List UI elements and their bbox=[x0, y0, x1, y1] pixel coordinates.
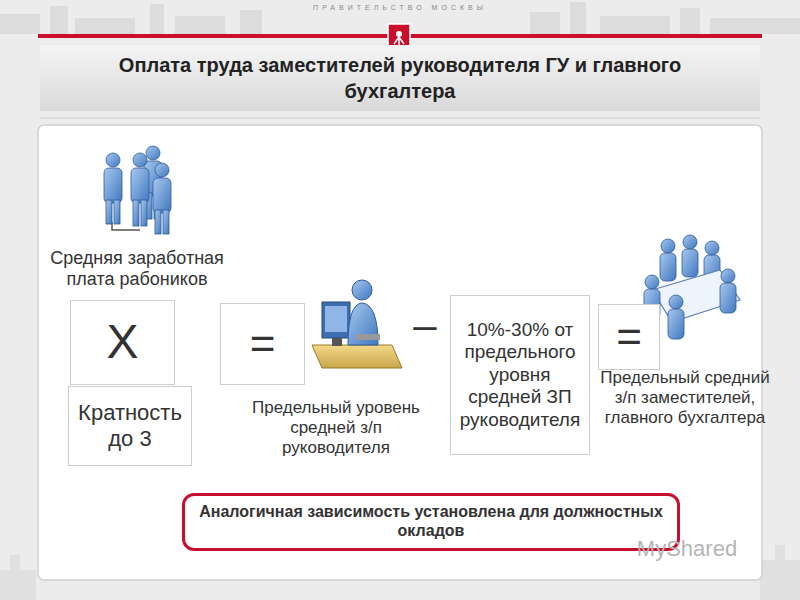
slide-title: Оплата труда заместителей руководителя Г… bbox=[40, 45, 760, 111]
minus-sign: – bbox=[405, 300, 445, 350]
divider bbox=[40, 118, 760, 119]
deputies-caption: Предельный средний з/п заместителей, гла… bbox=[596, 368, 774, 428]
workers-icon bbox=[104, 146, 171, 234]
box-text: 10%-30% от предельного уровня средней ЗП… bbox=[459, 319, 581, 431]
operator-box: = bbox=[598, 304, 660, 370]
note-box: Аналогичная зависимость установлена для … bbox=[182, 493, 680, 551]
header-text: ПРАВИТЕЛЬСТВО МОСКВЫ bbox=[250, 4, 550, 12]
workers-caption: Средняя заработная плата рабоников bbox=[42, 248, 232, 290]
multiplier-box: Кратность до 3 bbox=[68, 386, 192, 466]
box-text: Аналогичная зависимость установлена для … bbox=[193, 503, 669, 541]
content-panel bbox=[38, 125, 762, 580]
manager-icon bbox=[312, 280, 402, 368]
title-band bbox=[40, 45, 760, 111]
watermark: MyShared bbox=[612, 536, 762, 562]
box-text: Х bbox=[106, 314, 138, 371]
box-text: = bbox=[616, 311, 642, 363]
operator-box: = bbox=[220, 303, 305, 385]
manager-caption: Предельный уровень средней з/п руководит… bbox=[238, 398, 434, 458]
box-text: = bbox=[250, 318, 276, 370]
operator-box: Х bbox=[70, 300, 175, 385]
percent-box: 10%-30% от предельного уровня средней ЗП… bbox=[450, 295, 590, 455]
box-text: Кратность до 3 bbox=[77, 400, 183, 452]
